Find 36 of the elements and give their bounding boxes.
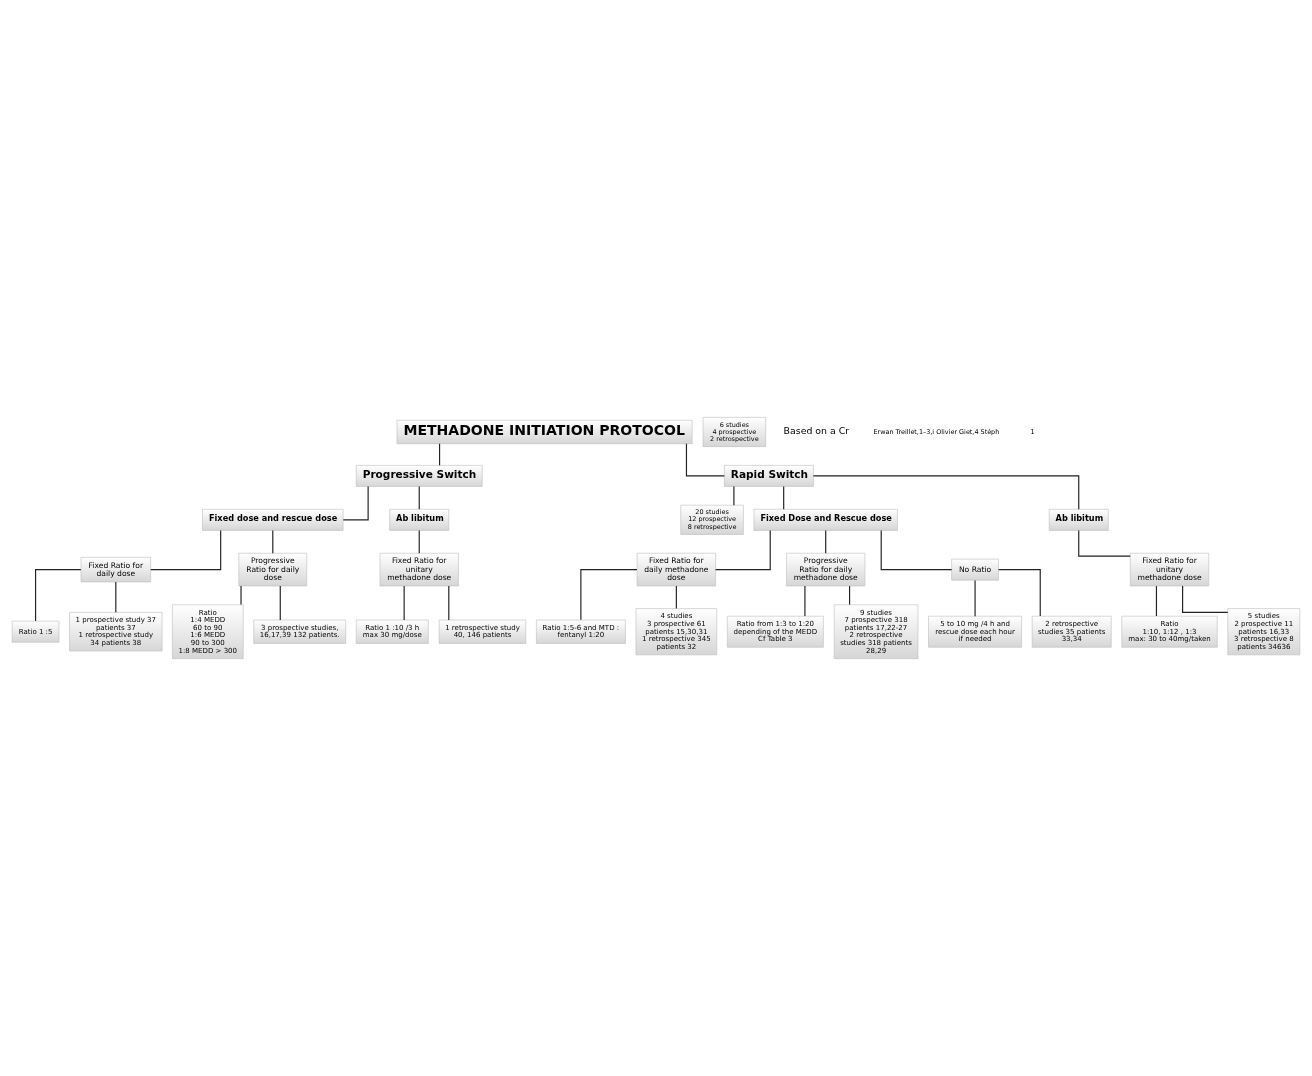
node-box: Ab libitum bbox=[389, 509, 450, 531]
connector bbox=[685, 443, 725, 477]
connector bbox=[1078, 529, 1131, 557]
node-box: Progressive Switch bbox=[355, 465, 483, 487]
connector bbox=[849, 585, 851, 606]
connector bbox=[1182, 585, 1229, 613]
connector bbox=[812, 475, 1080, 510]
node-box: Ab libitum bbox=[1048, 509, 1109, 531]
connector bbox=[240, 585, 242, 606]
node-box: METHADONE INITIATION PROTOCOL bbox=[396, 419, 693, 444]
connector bbox=[439, 443, 441, 466]
connector bbox=[880, 529, 953, 571]
connector bbox=[342, 485, 369, 521]
connector bbox=[998, 569, 1041, 617]
connector bbox=[35, 569, 82, 622]
connector bbox=[418, 485, 420, 510]
connector bbox=[715, 529, 771, 571]
connector bbox=[974, 579, 976, 617]
connector bbox=[115, 581, 117, 613]
node-box: Fixed dose and rescue dose bbox=[202, 509, 344, 531]
connector bbox=[272, 529, 274, 554]
node-box: Rapid Switch bbox=[724, 465, 814, 487]
connector bbox=[1155, 585, 1158, 617]
connector bbox=[804, 585, 806, 617]
connector bbox=[448, 585, 450, 621]
connector bbox=[580, 569, 638, 621]
connector bbox=[150, 529, 222, 571]
label: Based on a Cr bbox=[783, 425, 850, 437]
connector bbox=[675, 585, 677, 609]
connector bbox=[733, 485, 735, 506]
connector bbox=[279, 585, 281, 621]
connector bbox=[783, 485, 785, 510]
node-box: Fixed Dose and Rescue dose bbox=[753, 509, 898, 531]
connector bbox=[418, 529, 420, 554]
connector bbox=[403, 585, 405, 621]
connector bbox=[825, 529, 827, 554]
